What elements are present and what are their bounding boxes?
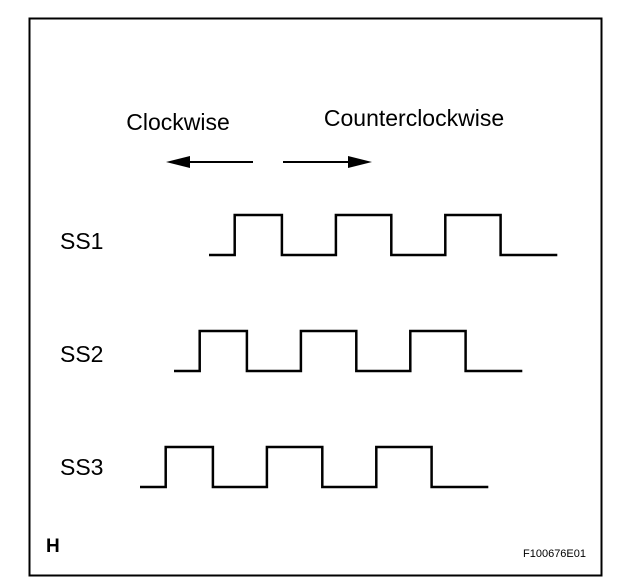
signal-waveform-ss3 (140, 445, 489, 489)
signal-label-ss2: SS2 (60, 341, 103, 367)
clockwise-arrow-head (166, 156, 190, 168)
signal-waveform-ss2 (174, 329, 523, 373)
figure-id: F100676E01 (523, 548, 586, 560)
corner-mark: H (46, 536, 60, 557)
signal-label-ss3: SS3 (60, 454, 103, 480)
signal-ss1: SS1 (60, 213, 558, 257)
signal-waveform-ss1 (209, 213, 558, 257)
diagram-frame (28, 17, 603, 577)
signal-ss3: SS3 (60, 445, 489, 489)
clockwise-arrow (166, 156, 253, 168)
counterclockwise-arrow (283, 156, 372, 168)
signal-label-ss1: SS1 (60, 228, 103, 254)
counterclockwise-label: Counterclockwise (324, 105, 504, 131)
signal-ss2: SS2 (60, 329, 523, 373)
clockwise-label: Clockwise (126, 109, 230, 135)
counterclockwise-arrow-head (348, 156, 372, 168)
